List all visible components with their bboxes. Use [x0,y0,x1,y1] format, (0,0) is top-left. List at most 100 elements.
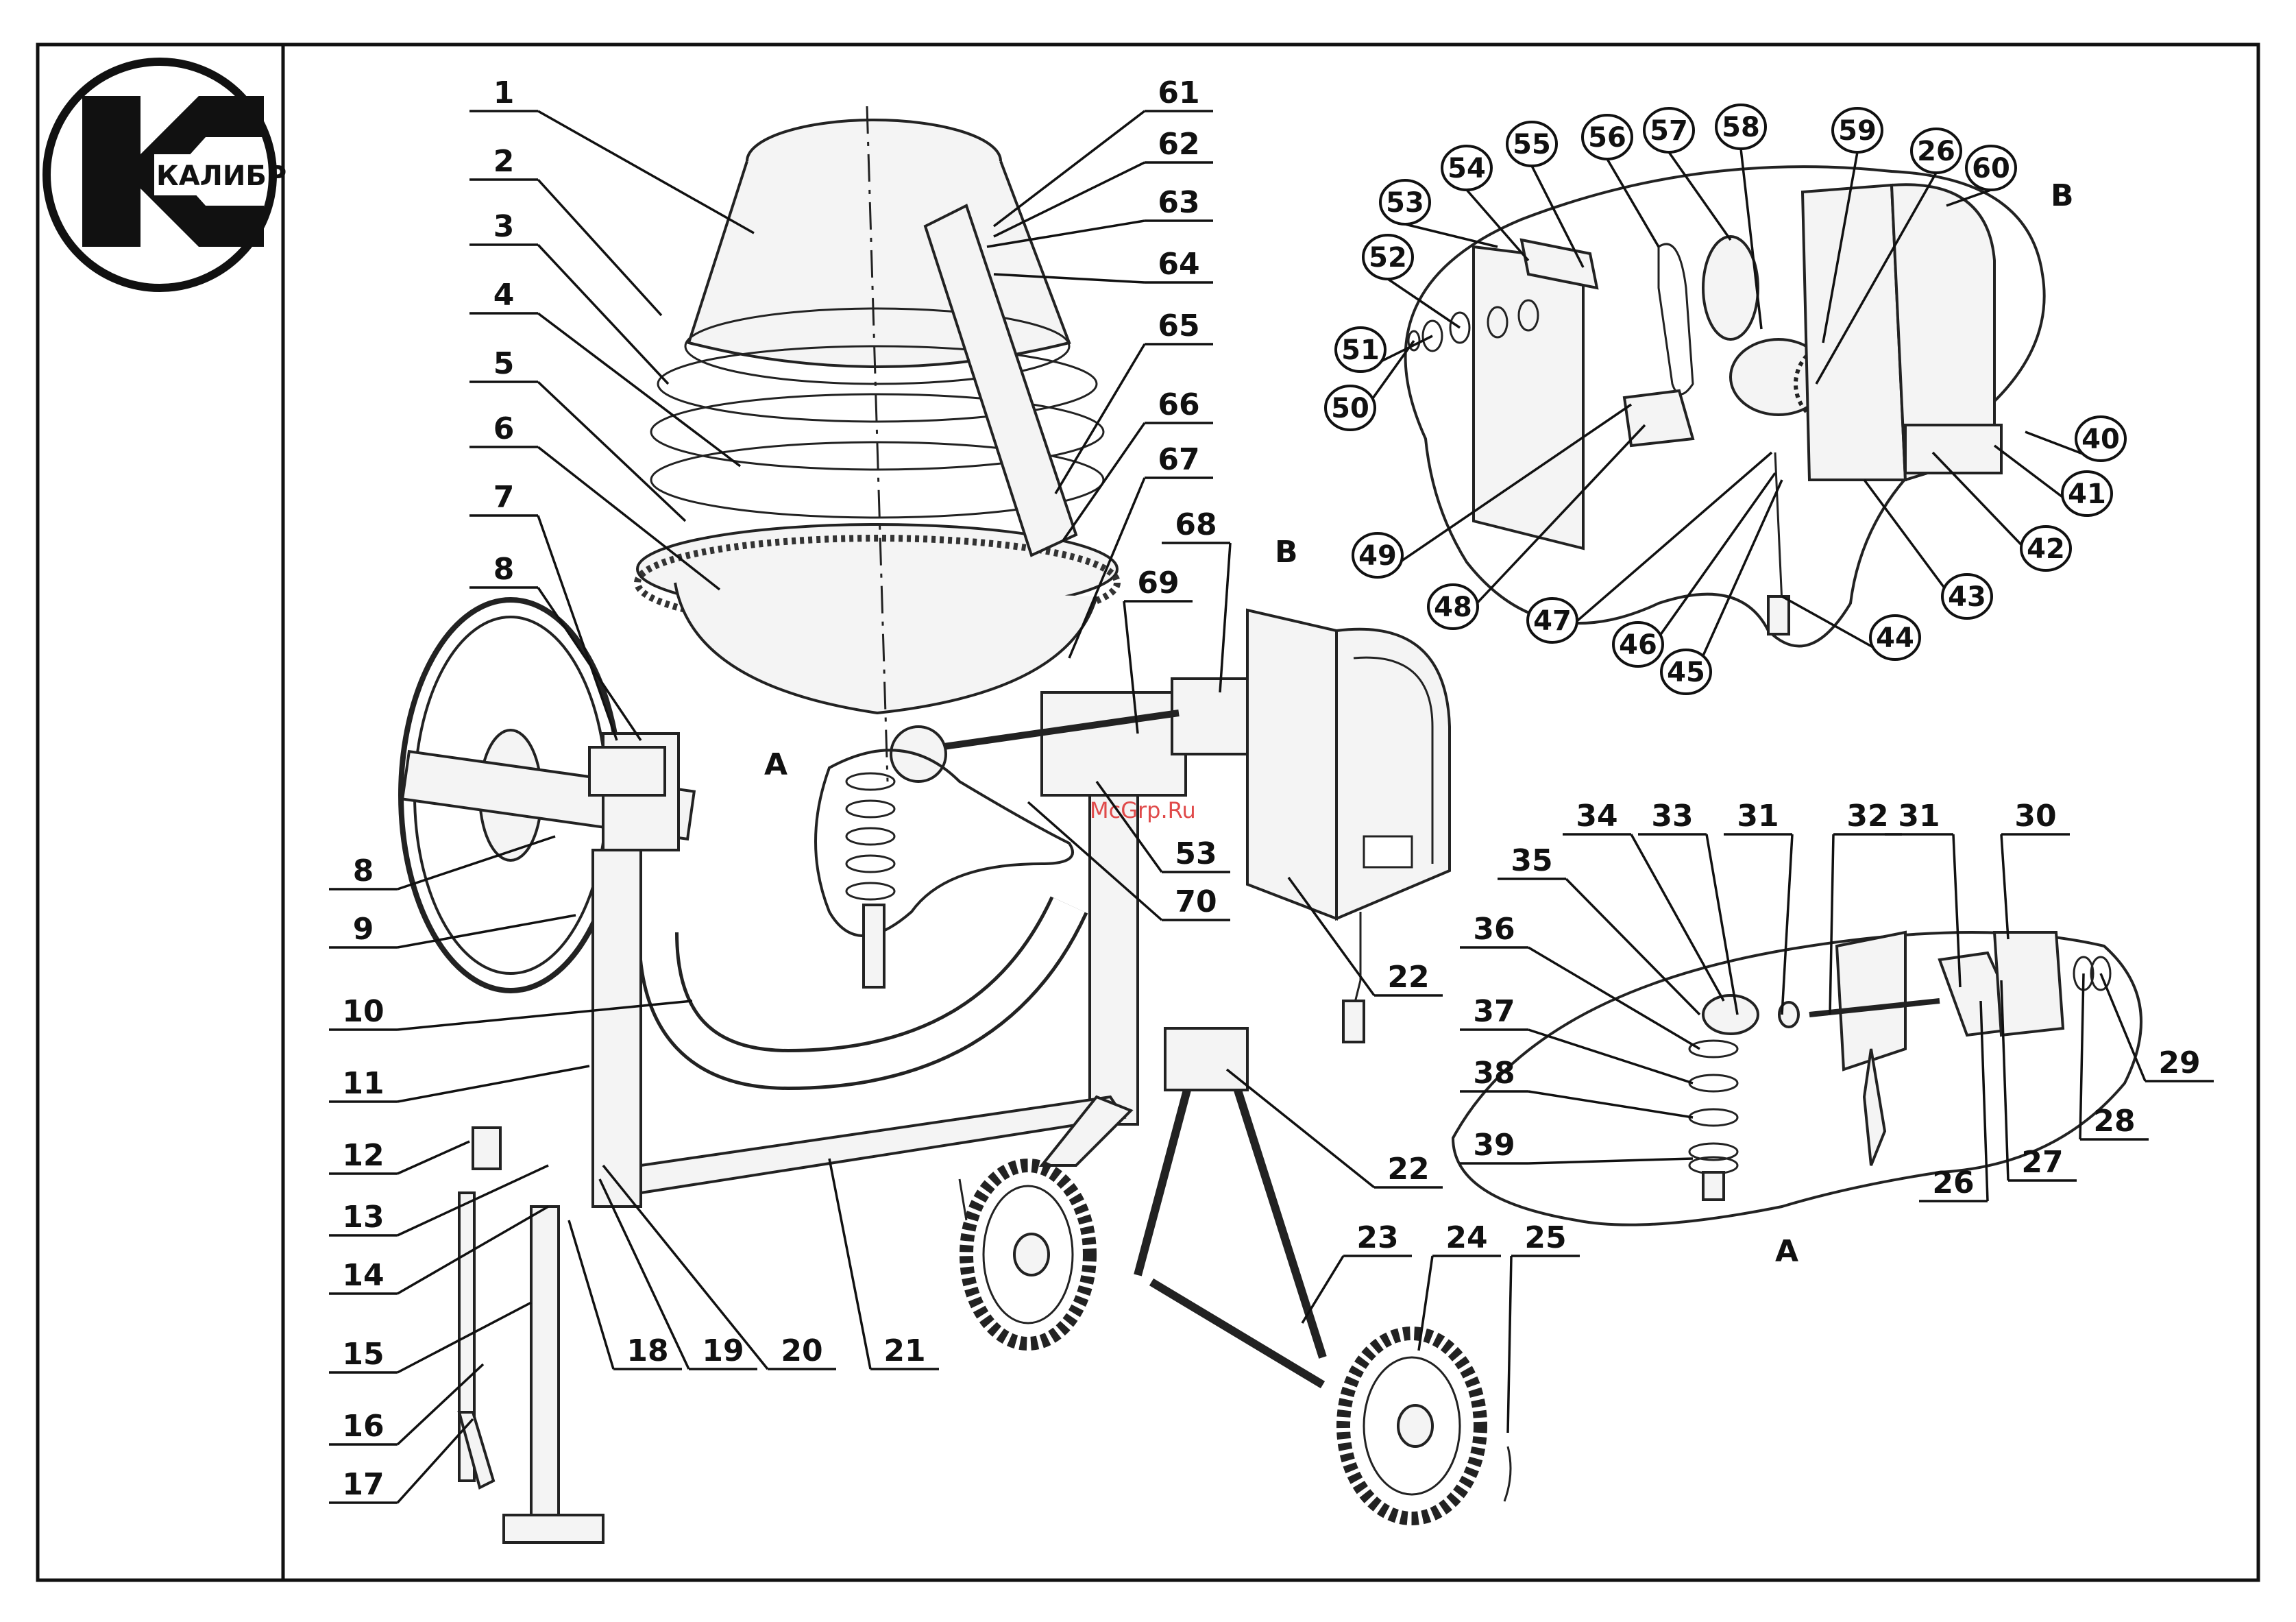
callout-number: 31 [1737,799,1779,834]
callout-leader [398,1066,589,1102]
callout-leader [1302,1256,1343,1323]
callout-number: 47 [1533,605,1572,637]
callout-c21: 21 [829,1159,939,1369]
callout-number: 18 [626,1333,668,1368]
stand-legs [459,1128,603,1542]
callout-c40: 40 [2025,417,2125,461]
callout-number: 28 [2093,1104,2135,1139]
callout-number: 59 [1838,115,1877,147]
callout-number: 65 [1158,308,1199,343]
callout-number: 39 [1473,1128,1515,1163]
callout-leader [1508,1256,1511,1433]
detail-label-a-main: A [764,747,787,782]
callout-c43: 43 [1864,480,1992,618]
callout-c23: 23 [1302,1220,1412,1323]
callout-leader [538,180,661,315]
callout-number: 67 [1158,442,1199,477]
callout-c9: 9 [329,912,576,947]
callout-leader [2101,973,2145,1081]
callout-number: 34 [1576,799,1617,834]
callout-number: 56 [1588,122,1626,154]
callout-leader [1528,947,1700,1049]
callout-leader [1528,1159,1693,1163]
callout-c44: 44 [1782,596,1920,659]
callout-number: 51 [1341,335,1380,366]
callout-number: 10 [342,994,384,1029]
callout-number: 50 [1331,393,1369,424]
callout-number: 21 [883,1333,925,1368]
callout-c8a: 8 [469,552,641,740]
callout-number: 8 [493,552,515,587]
watermark-text: McGrp.Ru [1090,797,1196,823]
callout-leader [1707,834,1737,1015]
callout-leader [2001,834,2008,939]
callout-number: 14 [342,1258,384,1293]
callout-number: 43 [1948,581,1986,613]
callout-number: 12 [342,1138,384,1173]
callout-leader [398,1001,692,1030]
callout-leader [1220,543,1230,692]
callout-number: 69 [1137,566,1179,601]
callout-c30: 30 [2001,799,2070,939]
callout-c29: 29 [2101,973,2214,1081]
callout-leader [538,516,617,740]
callout-leader [1552,452,1772,642]
callout-leader [398,1141,469,1174]
callout-number: 38 [1473,1056,1515,1091]
brand-logo-text: КАЛИБР [156,160,286,192]
callout-number: 68 [1175,507,1217,542]
callout-number: 24 [1445,1220,1487,1255]
callout-number: 41 [2068,479,2106,510]
callout-leader [538,382,685,521]
callout-number: 49 [1358,540,1397,572]
callout-number: 1 [493,75,515,110]
callout-number: 20 [781,1333,822,1368]
callout-number: 27 [2021,1145,2063,1180]
callout-number: 3 [493,209,515,244]
brand-logo: КАЛИБР [47,62,286,288]
callout-number: 8 [353,854,374,888]
callout-number: 36 [1473,912,1515,947]
callout-leader [1566,879,1700,1015]
callout-number: 61 [1158,75,1199,110]
callout-number: 62 [1158,127,1199,162]
callout-c39: 39 [1460,1128,1693,1163]
callout-number: 5 [493,346,515,381]
detail-label-b-main: B [1275,535,1298,570]
callout-number: 13 [342,1200,384,1235]
callout-leader [2080,973,2084,1139]
callout-number: 54 [1448,153,1486,184]
callout-leader [1830,834,1833,1015]
callout-leader [829,1159,870,1369]
callout-number: 45 [1667,657,1705,688]
callout-number: 19 [702,1333,744,1368]
callout-number: 33 [1651,799,1693,834]
callout-number: 22 [1387,1152,1429,1187]
callout-number: 46 [1619,629,1657,661]
callout-number: 44 [1876,622,1914,654]
callout-number: 42 [2027,533,2065,565]
callout-leader [1388,279,1460,328]
callout-number: 37 [1473,994,1515,1029]
callout-leader [1062,423,1145,542]
callout-number: 16 [342,1409,384,1444]
callout-c15: 15 [329,1303,531,1372]
callout-number: 26 [1932,1165,1974,1200]
callout-leader [1782,834,1792,1015]
callout-number: 23 [1356,1220,1398,1255]
callout-c12: 12 [329,1138,469,1174]
callout-leader [994,111,1145,226]
callout-number: 4 [493,278,515,313]
callout-number: 9 [353,912,374,947]
callout-c38: 38 [1460,1056,1693,1117]
callout-number: 30 [2014,799,2056,834]
callout-leader [1669,152,1731,240]
callout-number: 53 [1175,836,1217,871]
callout-leader [538,588,641,740]
callout-number: 64 [1158,247,1199,282]
callout-number: 48 [1434,592,1472,623]
callout-leader [1607,159,1659,247]
callout-number: 7 [493,480,515,515]
callout-leader [569,1220,613,1369]
